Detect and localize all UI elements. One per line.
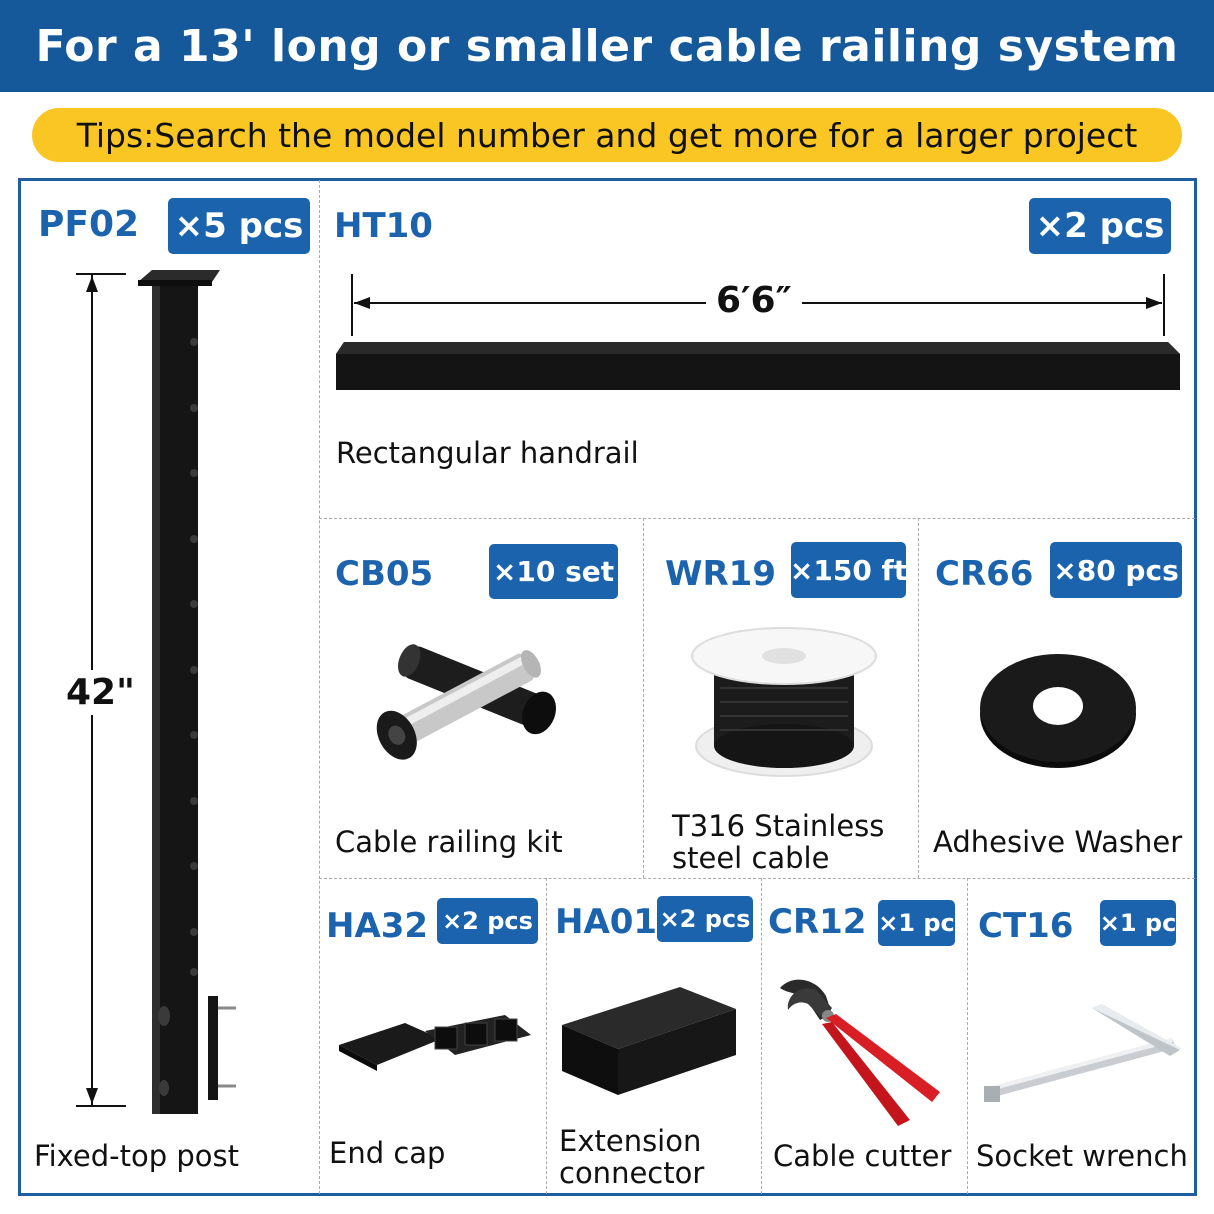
divider-wr19-cr66 [918,518,919,878]
wr19-qty-badge: ×150 ft [790,542,907,598]
wr19-label-line2: steel cable [672,841,830,875]
ha01-label-line2: connector [559,1156,705,1190]
ha32-qty-badge: ×2 pcs [437,898,538,944]
cb05-code: CB05 [335,554,434,594]
wr19-code: WR19 [665,554,776,594]
ha01-code: HA01 [555,902,658,942]
pf02-label: Fixed-top post [34,1139,239,1173]
ct16-qty-badge: ×1 pc [1100,900,1176,946]
socket-wrench-illustration [984,1004,1181,1102]
cr12-code: CR12 [768,902,867,942]
ha32-label: End cap [329,1136,446,1170]
ht10-code: HT10 [334,206,433,246]
pf02-code: PF02 [38,204,140,245]
tip-banner: Tips:Search the model number and get mor… [32,108,1182,162]
divider-ha32-ha01 [546,878,547,1194]
cr66-label: Adhesive Washer [933,825,1183,859]
wr19-label-line1: T316 Stainless [672,809,885,843]
cr66-qty-badge: ×80 pcs [1050,542,1182,598]
divider-row-1 [319,518,1195,519]
cb05-label: Cable railing kit [335,825,563,859]
product-frame [18,178,1197,1196]
tip-text: Tips:Search the model number and get mor… [76,115,1138,155]
ct16-code: CT16 [978,906,1074,946]
washer-illustration [980,654,1136,768]
header-banner: For a 13' long or smaller cable railing … [0,0,1214,92]
extension-connector-illustration [562,987,736,1095]
cable-cutter-illustration [780,979,940,1126]
divider-cr12-ct16 [967,878,968,1194]
ct16-label: Socket wrench [976,1139,1188,1173]
divider-left-column [319,180,320,1194]
divider-cb05-wr19 [643,518,644,878]
cable-kit-illustration [376,644,557,760]
cable-spool-illustration [691,627,877,777]
post-illustration [76,270,236,1114]
ht10-label: Rectangular handrail [336,436,639,470]
divider-row-2 [319,878,1195,879]
handrail-illustration [336,274,1180,390]
post-height-label: 42" [62,670,139,715]
cr66-code: CR66 [935,554,1034,594]
cr12-label: Cable cutter [773,1139,952,1173]
handrail-length-label: 6′6″ [706,280,802,321]
ha32-code: HA32 [326,906,429,946]
ha01-label-line1: Extension [559,1124,702,1158]
pf02-qty-badge: ×5 pcs [168,198,310,254]
cr12-qty-badge: ×1 pc [878,900,955,946]
ht10-qty-badge: ×2 pcs [1029,198,1171,254]
cb05-qty-badge: ×10 set [489,544,618,599]
ha01-qty-badge: ×2 pcs [657,896,753,942]
divider-ha01-cr12 [761,878,762,1194]
end-cap-illustration [339,1015,531,1071]
page-title: For a 13' long or smaller cable railing … [35,20,1179,72]
